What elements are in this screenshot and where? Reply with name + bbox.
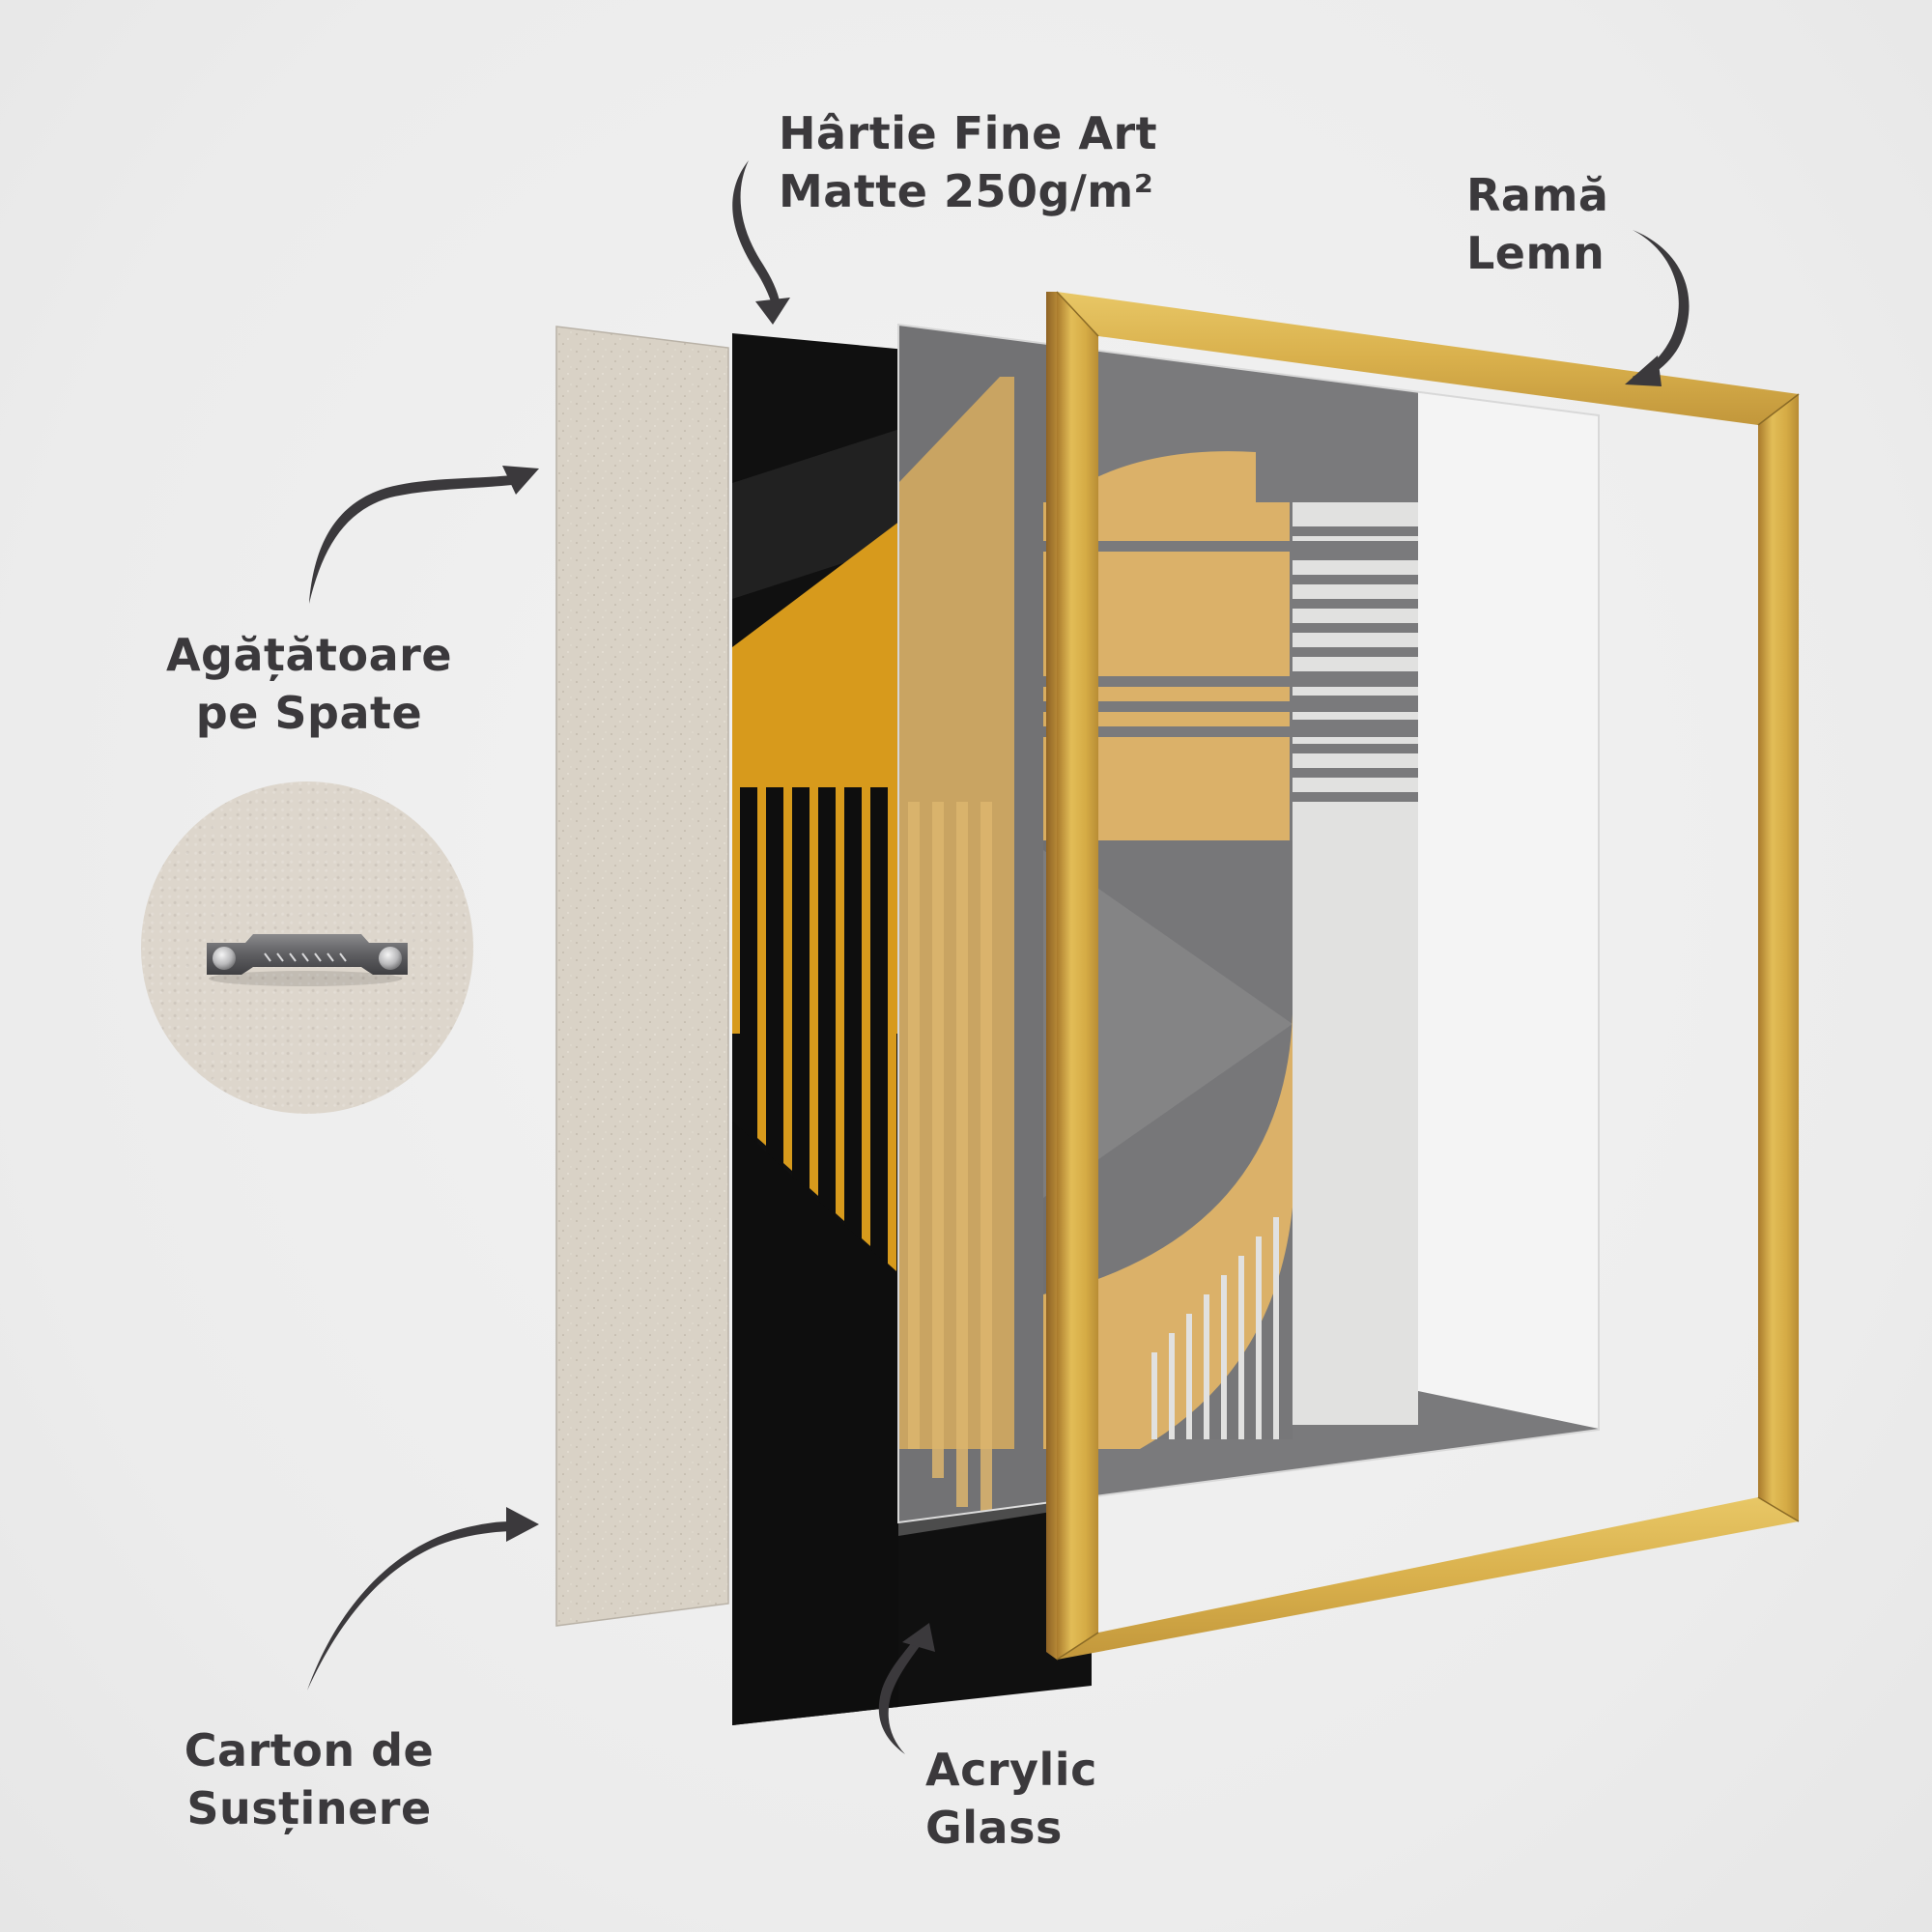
label-backing-board: Carton de Susținere [155,1721,464,1837]
arrow-hanger-icon [309,466,539,604]
label-paper-line2: Matte 250g/m² [779,165,1154,217]
arrow-glass-icon [878,1623,935,1754]
label-frame-line1: Ramă [1466,169,1609,221]
label-fine-art-paper: Hârtie Fine Art Matte 250g/m² [779,104,1157,220]
label-wood-frame: Ramă Lemn [1466,166,1608,282]
label-back-hanger: Agățătoare pe Spate [155,626,464,742]
backing-board-layer [555,326,729,1627]
sawtooth-hanger-icon [207,934,408,986]
label-hanger-line1: Agățătoare [165,629,453,681]
label-backing-line1: Carton de [184,1724,435,1776]
hanger-detail-inset [141,781,473,1114]
label-backing-line2: Susținere [186,1782,432,1834]
label-glass-line2: Glass [925,1802,1063,1854]
wood-frame-layer [1046,291,1800,1661]
arrow-frame-icon [1625,230,1690,386]
label-paper-line1: Hârtie Fine Art [779,107,1158,159]
label-acrylic-glass: Acrylic Glass [925,1741,1097,1857]
arrow-paper-icon [732,160,790,325]
label-glass-line1: Acrylic [925,1744,1097,1796]
arrows [307,160,1690,1754]
label-frame-line2: Lemn [1466,227,1605,279]
label-hanger-line2: pe Spate [195,687,423,739]
arrow-backing-icon [307,1507,539,1690]
